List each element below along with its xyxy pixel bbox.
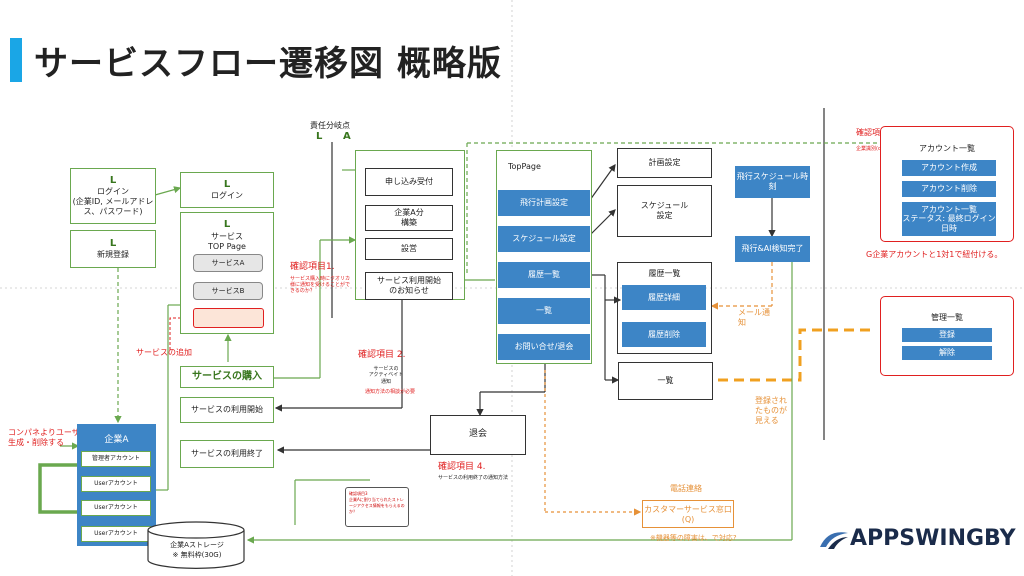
svc-top-level: L <box>223 219 231 230</box>
admin-account[interactable]: 管理者アカウント <box>81 451 151 467</box>
menu-flight-plan[interactable]: 飛行計画設定 <box>498 190 590 216</box>
confirm-1r-title: 確認項目1'. <box>856 128 898 137</box>
branch-right-label: A <box>343 131 351 142</box>
account-delete-button[interactable]: アカウント削除 <box>902 181 996 197</box>
confirm-4-body: サービスの利用終了の通知方法 <box>438 475 509 481</box>
withdraw-box[interactable]: 退会 <box>430 415 526 455</box>
top-page-label: TopPage <box>508 162 541 171</box>
confirm-2-body: サービスの アクティベイト 通知 <box>368 366 404 385</box>
confirm-2-note: 通知方法の相談が必要 <box>365 389 416 395</box>
list-box: 一覧 <box>618 362 713 400</box>
title-accent-bar <box>10 38 22 82</box>
history-delete-button[interactable]: 履歴削除 <box>622 322 706 347</box>
confirm-2-title: 確認項目 2. <box>358 350 406 360</box>
user-account-1[interactable]: Userアカウント <box>81 476 151 492</box>
history-list-label: 履歴一覧 <box>648 269 681 278</box>
user-account-2[interactable]: Userアカウント <box>81 500 151 516</box>
account-list-button[interactable]: アカウント一覧 ステータス: 最終ログイン日時 <box>902 202 996 236</box>
confirm-4-title: 確認項目 4. <box>438 462 486 472</box>
menu-history[interactable]: 履歴一覧 <box>498 262 590 288</box>
support-note: ※機器等の障害は、で対応? <box>650 534 737 542</box>
menu-contact[interactable]: お問い合せ/退会 <box>498 334 590 360</box>
brand-name: APPSWINGBY <box>850 526 1016 551</box>
confirm-1-title: 確認項目1. <box>290 262 335 272</box>
company-name: 企業A <box>104 435 129 445</box>
swing-logo-icon <box>820 531 848 549</box>
service-start-box: サービスの利用開始 <box>180 397 274 423</box>
visible-note: 登録されたものが見える <box>755 396 787 425</box>
login-box[interactable]: L ログイン (企業ID, メールアドレス、パスワード) <box>70 168 156 224</box>
phone-note: 電話連絡 <box>670 484 702 493</box>
service-end-box: サービスの利用終了 <box>180 440 274 468</box>
service-new-slot[interactable] <box>193 308 264 328</box>
register-level: L <box>109 237 117 249</box>
svc-login-level: L <box>223 178 231 190</box>
flight-schedule-time: 飛行スケジュール時刻 <box>735 166 810 198</box>
login-text: ログイン (企業ID, メールアドレス、パスワード) <box>72 187 154 217</box>
admin-release-button[interactable]: 解除 <box>902 346 992 360</box>
service-a-button[interactable]: サービスA <box>193 254 263 272</box>
menu-list[interactable]: 一覧 <box>498 298 590 324</box>
register-text: 新規登録 <box>97 250 129 260</box>
payout-box: 設営 <box>365 238 453 260</box>
confirm-1-body: サービス購入時にクオリカ様に通知を受けることができるのか？ <box>290 276 351 294</box>
admin-panel-title: 管理一覧 <box>931 313 963 322</box>
account-link-note: G企業アカウントと1対1で紐付ける。 <box>866 250 1003 259</box>
mail-note: メール通知 <box>738 308 770 327</box>
register-box[interactable]: L 新規登録 <box>70 230 156 268</box>
confirm-1r-body: 企業識別(op_id) <box>856 146 894 152</box>
notify-box: サービス利用開始 のお知らせ <box>365 272 453 300</box>
history-detail-button[interactable]: 履歴詳細 <box>622 285 706 310</box>
service-b-button[interactable]: サービスB <box>193 282 263 300</box>
plan-settings-box: 計画設定 <box>617 148 712 178</box>
confirm-3-note: 確認項目3 企業Aに割り当てられたストレージアクセス情報をもらえるのか？ <box>345 487 409 527</box>
menu-schedule[interactable]: スケジュール設定 <box>498 226 590 252</box>
console-note: コンパネよりユーザ生成・削除する <box>8 428 80 447</box>
add-service-note: サービスの追加 <box>136 348 192 357</box>
branch-point-label: 責任分岐点 <box>310 121 350 130</box>
svc-login-text: ログイン <box>211 191 243 201</box>
account-panel-title: アカウント一覧 <box>919 144 975 153</box>
account-create-button[interactable]: アカウント作成 <box>902 160 996 176</box>
brand-logo: APPSWINGBY <box>818 526 1016 551</box>
flight-ai-done: 飛行&AI検知完了 <box>735 236 810 262</box>
build-box: 企業A分 構築 <box>365 205 453 231</box>
svc-login-box[interactable]: L ログイン <box>180 172 274 208</box>
purchase-button[interactable]: サービスの購入 <box>180 366 274 388</box>
admin-register-button[interactable]: 登録 <box>902 328 992 342</box>
svc-top-text: サービス TOP Page <box>208 231 246 251</box>
storage-name: 企業Aストレージ <box>170 541 224 549</box>
storage-free: ※ 無料枠(30G) <box>172 551 222 559</box>
customer-service-box[interactable]: カスタマーサービス窓口(Q) <box>642 500 734 528</box>
page-title: サービスフロー遷移図 概略版 <box>34 44 502 84</box>
top-page-frame <box>496 150 592 364</box>
apply-box: 申し込み受付 <box>365 168 453 196</box>
history-list-box <box>617 262 712 354</box>
schedule-settings-box: スケジュール 設定 <box>617 185 712 237</box>
login-level: L <box>109 174 117 186</box>
branch-left-label: L <box>316 131 323 142</box>
